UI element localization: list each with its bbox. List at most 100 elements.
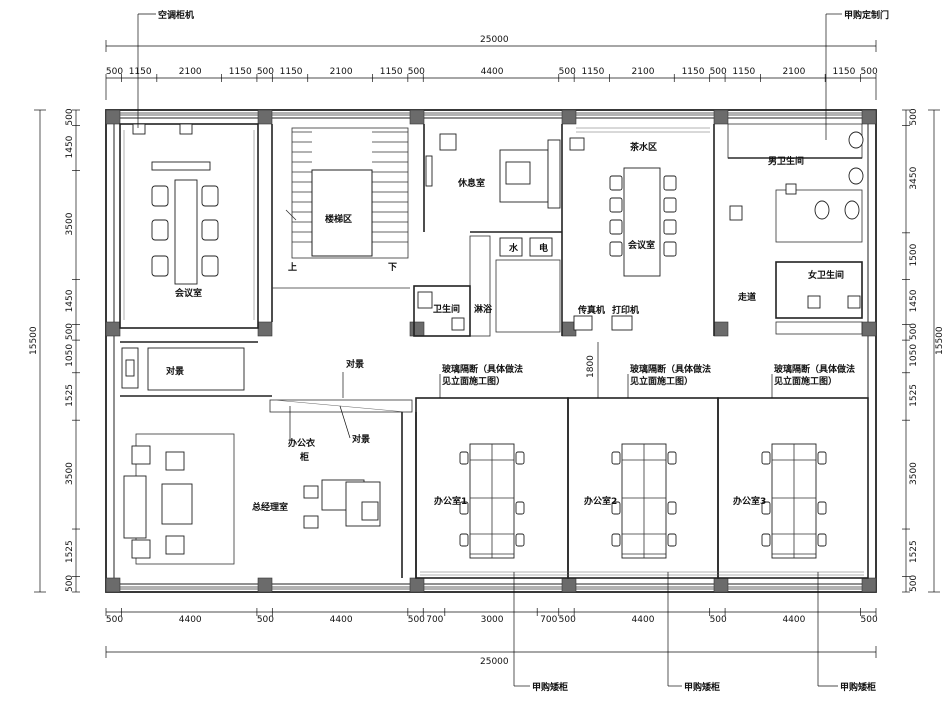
dim-right-seg-5: 1050 — [909, 344, 919, 367]
dim-top-seg-5: 1150 — [280, 67, 303, 77]
dim-bottom-seg-1: 4400 — [179, 615, 202, 625]
rest-room: 休息室 水 电 — [423, 124, 562, 337]
meeting-table-right — [623, 167, 661, 277]
office-chair-icon — [761, 451, 771, 465]
dim-bottom-seg-8: 500 — [559, 615, 576, 625]
dim-top-seg-12: 2100 — [632, 67, 655, 77]
dim-top-seg-1: 1150 — [129, 67, 152, 77]
dim-left-seg-8: 1525 — [65, 540, 75, 563]
note-office-wardrobe-2: 柜 — [299, 451, 309, 463]
dim-top-seg-7: 1150 — [380, 67, 403, 77]
dim-bottom-seg-2: 500 — [257, 615, 274, 625]
dim-top-seg-2: 2100 — [179, 67, 202, 77]
dim-top-seg-16: 2100 — [782, 67, 805, 77]
stair-down-label: 下 — [388, 262, 397, 273]
label-electric: 电 — [539, 242, 548, 254]
dim-left-seg-2: 3500 — [65, 212, 75, 235]
dim-top-seg-4: 500 — [257, 67, 274, 77]
note-glass-partition-2a: 玻璃隔断（具体做法 — [630, 363, 711, 375]
office-chair-icon — [459, 533, 469, 547]
dim-1800: 1800 — [586, 355, 596, 378]
office-chair-icon — [817, 533, 827, 547]
dim-bottom-seg-6: 3000 — [481, 615, 504, 625]
note-file-cabinet-3: 甲购矮柜 — [840, 681, 876, 693]
dim-right-seg-6: 1525 — [909, 384, 919, 407]
dim-bottom-seg-4: 500 — [408, 615, 425, 625]
room-office-3: 办公室3 — [733, 495, 766, 507]
office-chair-icon — [459, 451, 469, 465]
office-chair-icon — [611, 501, 621, 515]
meeting-chair-icon — [151, 185, 169, 207]
dim-left-seg-0: 500 — [65, 108, 75, 125]
dim-bottom-seg-3: 4400 — [330, 615, 353, 625]
room-female-wc: 女卫生间 — [808, 269, 844, 281]
office-chair-icon — [761, 533, 771, 547]
dim-left-seg-7: 3500 — [65, 462, 75, 485]
meeting-room-left: 会议室 — [119, 123, 259, 329]
meeting-chair-icon — [151, 255, 169, 277]
meeting-chair-icon — [663, 219, 677, 235]
dim-top-seg-11: 1150 — [581, 67, 604, 77]
note-glass-partition-3b: 见立面施工图） — [774, 375, 837, 387]
room-shower: 淋浴 — [474, 303, 493, 315]
dim-bottom-seg-5: 700 — [426, 615, 443, 625]
outer-walls — [105, 109, 877, 593]
office-chair-icon — [667, 533, 677, 547]
dim-left-seg-5: 1050 — [65, 344, 75, 367]
dim-right-seg-9: 500 — [909, 575, 919, 592]
office-chair-icon — [459, 501, 469, 515]
dim-right-seg-4: 500 — [909, 323, 919, 340]
dim-bottom-seg-12: 500 — [861, 615, 878, 625]
dim-bottom-seg-11: 4400 — [782, 615, 805, 625]
meeting-chair-icon — [609, 219, 623, 235]
dim-bottom-seg-10: 500 — [710, 615, 727, 625]
meeting-table — [174, 179, 198, 285]
dim-left-seg-6: 1525 — [65, 384, 75, 407]
dim-top-seg-18: 500 — [861, 67, 878, 77]
note-office-wardrobe-1: 办公衣 — [288, 437, 315, 449]
dim-top-seg-3: 1150 — [229, 67, 252, 77]
note-glass-partition-1a: 玻璃隔断（具体做法 — [442, 363, 523, 375]
note-file-cabinet-2: 甲购矮柜 — [684, 681, 720, 693]
office-chair-icon — [761, 501, 771, 515]
dim-left-seg-9: 500 — [65, 575, 75, 592]
room-office-2: 办公室2 — [584, 495, 617, 507]
sofa — [123, 475, 147, 539]
dim-right-seg-7: 3500 — [909, 462, 919, 485]
label-dui-jing-1: 对景 — [166, 365, 184, 377]
meeting-chair-icon — [609, 241, 623, 257]
meeting-chair-icon — [663, 197, 677, 213]
office-chair-icon — [817, 501, 827, 515]
office-chair-icon — [667, 501, 677, 515]
office-chair-icon — [515, 451, 525, 465]
dim-right-seg-0: 500 — [909, 108, 919, 125]
office-chair-icon — [515, 501, 525, 515]
left-dimension-lines: 15500 5001450350014505001050152535001525… — [29, 108, 80, 593]
note-ac-cabinet: 空调柜机 — [158, 9, 194, 21]
dim-right-seg-3: 1450 — [909, 289, 919, 312]
dim-total-bottom: 25000 — [480, 657, 509, 667]
dim-top-seg-6: 2100 — [330, 67, 353, 77]
dim-left-seg-3: 1450 — [65, 289, 75, 312]
gm-chair — [361, 501, 379, 521]
dim-top-seg-14: 500 — [710, 67, 727, 77]
dim-right-seg-8: 1525 — [909, 540, 919, 563]
note-custom-door: 甲购定制门 — [844, 9, 889, 21]
label-printer: 打印机 — [612, 304, 639, 316]
label-dui-jing-3: 对景 — [352, 433, 370, 445]
office-chair-icon — [611, 533, 621, 547]
dim-top-seg-0: 500 — [106, 67, 123, 77]
dim-top-seg-8: 500 — [408, 67, 425, 77]
chair-icon — [439, 133, 457, 151]
meeting-chair-icon — [609, 197, 623, 213]
room-office-1: 办公室1 — [434, 495, 467, 507]
meeting-chair-icon — [201, 255, 219, 277]
wardrobe — [547, 139, 561, 209]
wc-area: 男卫生间 女卫生间 走道 — [727, 123, 864, 335]
dim-total-right: 15500 — [935, 326, 945, 355]
dim-top-seg-17: 1150 — [832, 67, 855, 77]
meeting-chair-icon — [151, 219, 169, 241]
office-chair-icon — [515, 533, 525, 547]
